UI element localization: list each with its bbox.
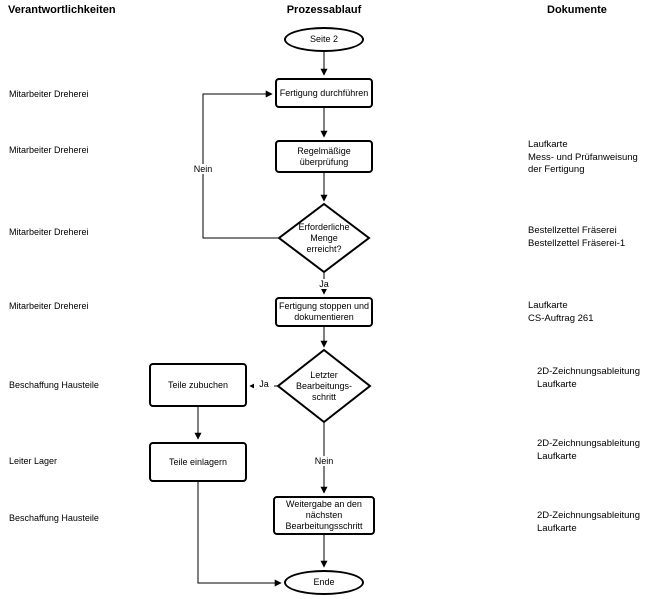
responsibility-handover: Beschaffung Hausteile — [9, 513, 99, 523]
decision-last-step-shape — [276, 348, 372, 424]
edge-label-ja-left: Ja — [254, 379, 274, 389]
decision-quantity-shape — [277, 202, 371, 274]
header-responsibilities: Verantwortlichkeiten — [8, 4, 116, 16]
responsibility-book: Beschaffung Hausteile — [9, 380, 99, 390]
node-stop-box: Fertigung stoppen und dokumentieren — [275, 297, 373, 327]
documents-quantity: Bestellzettel Fräserei Bestellzettel Frä… — [528, 225, 626, 249]
documents-check: Laufkarte Mess- und Prüfanweisung der Fe… — [528, 139, 638, 175]
edge-label-nein-down: Nein — [306, 456, 342, 466]
responsibility-check: Mitarbeiter Dreherei — [9, 145, 89, 155]
header-documents: Dokumente — [547, 4, 607, 16]
header-process: Prozessablauf — [286, 4, 362, 16]
node-book-parts-box: Teile zubuchen — [149, 363, 247, 407]
documents-decision2: 2D-Zeichnungsableitung Laufkarte — [537, 366, 640, 390]
responsibility-store: Leiter Lager — [9, 456, 58, 466]
documents-stop: Laufkarte CS-Auftrag 261 — [528, 300, 594, 324]
responsibility-produce: Mitarbeiter Dreherei — [9, 89, 89, 99]
documents-handover: 2D-Zeichnungsableitung Laufkarte — [537, 510, 640, 534]
node-quantity-decision-label: Erforderliche Menge erreicht? — [298, 221, 350, 254]
edge-label-ja-down: Ja — [310, 279, 338, 289]
node-produce-box: Fertigung durchführen — [275, 78, 373, 108]
node-store-parts-box: Teile einlagern — [149, 442, 247, 482]
node-handover-box: Weitergabe an den nächsten Bearbeitungss… — [273, 496, 375, 535]
node-last-step-decision-label: Letzter Bearbeitungs- schritt — [295, 369, 353, 402]
edge-label-nein-loop: Nein — [185, 164, 221, 174]
responsibility-quantity: Mitarbeiter Dreherei — [9, 227, 89, 237]
node-end-oval: Ende — [284, 570, 364, 595]
node-check-box: Regelmäßige überprüfung — [275, 140, 373, 173]
responsibility-stop: Mitarbeiter Dreherei — [9, 301, 89, 311]
node-start-oval: Seite 2 — [284, 27, 364, 52]
edge-store-to-end — [197, 482, 282, 587]
documents-store: 2D-Zeichnungsableitung Laufkarte — [537, 438, 640, 462]
